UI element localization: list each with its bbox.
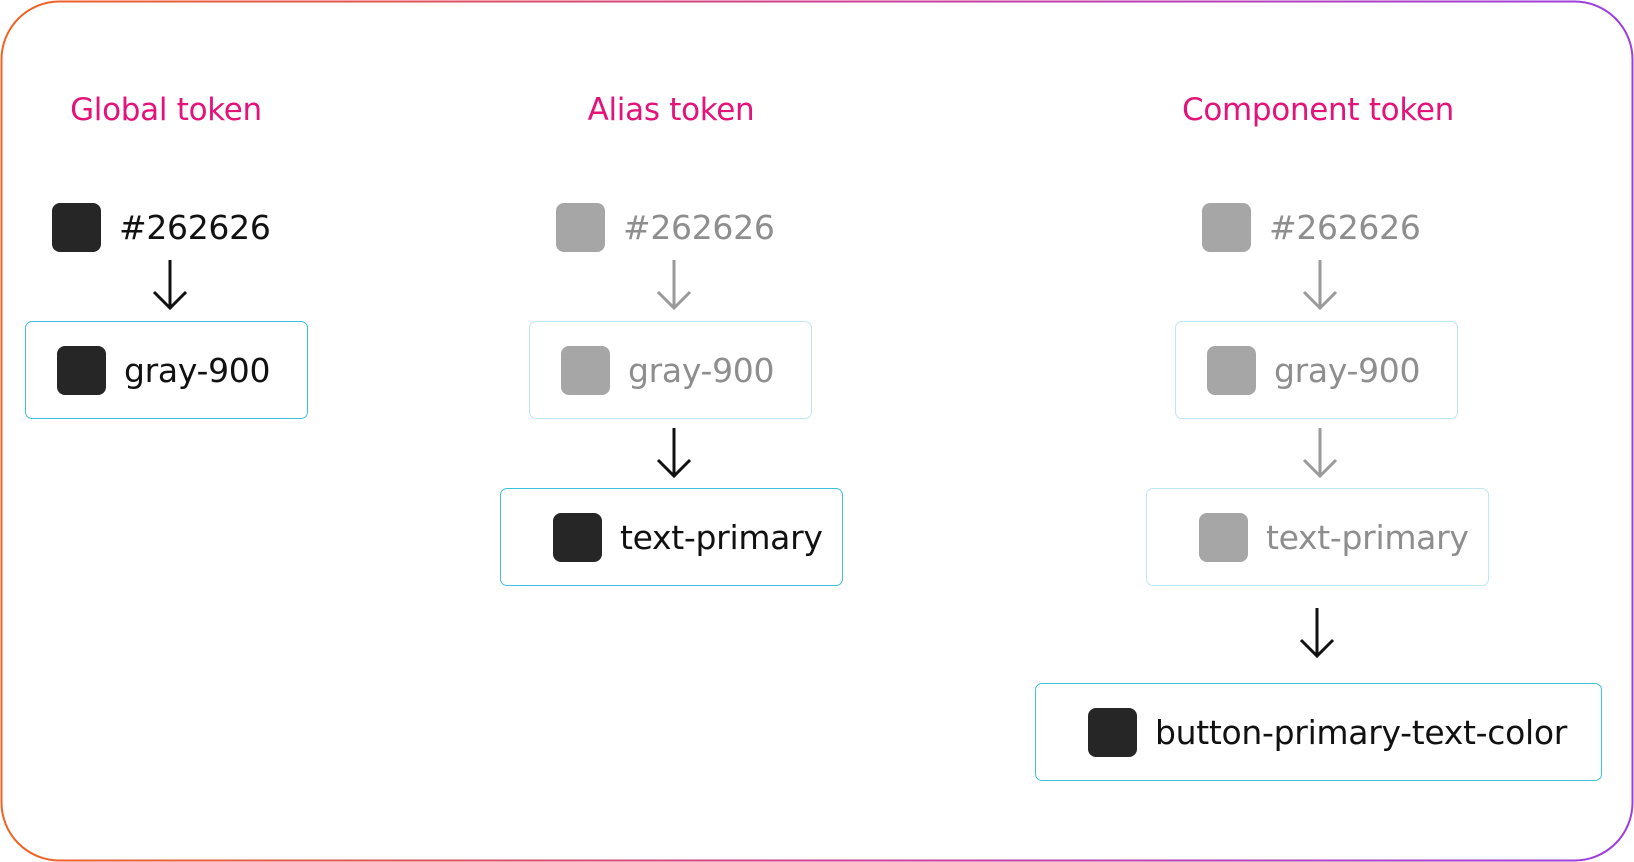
global-raw-value: #262626: [52, 202, 271, 252]
global-token-box: gray-900: [25, 321, 308, 419]
alias-raw-value: #262626: [556, 202, 775, 252]
component-global-box: gray-900: [1175, 321, 1458, 419]
color-swatch: [553, 512, 602, 562]
arrow-down-icon: [1299, 608, 1335, 659]
color-swatch: [1199, 512, 1248, 562]
alias-token-box: text-primary: [500, 488, 843, 586]
token-label: text-primary: [1266, 517, 1469, 557]
token-label: button-primary-text-color: [1155, 712, 1568, 752]
global-token-heading: Global token: [70, 92, 262, 128]
alias-global-box: gray-900: [529, 321, 812, 419]
alias-token-heading: Alias token: [587, 92, 755, 128]
token-label: gray-900: [124, 350, 271, 390]
component-token-box: button-primary-text-color: [1035, 683, 1602, 781]
color-swatch: [52, 202, 101, 252]
token-label: gray-900: [1274, 350, 1421, 390]
color-swatch: [1088, 707, 1137, 757]
color-swatch: [1207, 345, 1256, 395]
raw-value-label: #262626: [1269, 207, 1421, 247]
arrow-down-icon: [656, 428, 692, 479]
color-swatch: [1202, 202, 1251, 252]
color-swatch: [556, 202, 605, 252]
arrow-down-icon: [1302, 428, 1338, 479]
arrow-down-icon: [152, 260, 188, 311]
arrow-down-icon: [656, 260, 692, 311]
color-swatch: [561, 345, 610, 395]
raw-value-label: #262626: [119, 207, 271, 247]
component-alias-box: text-primary: [1146, 488, 1489, 586]
token-label: text-primary: [620, 517, 823, 557]
component-token-heading: Component token: [1181, 92, 1455, 128]
arrow-down-icon: [1302, 260, 1338, 311]
component-raw-value: #262626: [1202, 202, 1421, 252]
color-swatch: [57, 345, 106, 395]
raw-value-label: #262626: [623, 207, 775, 247]
token-label: gray-900: [628, 350, 775, 390]
